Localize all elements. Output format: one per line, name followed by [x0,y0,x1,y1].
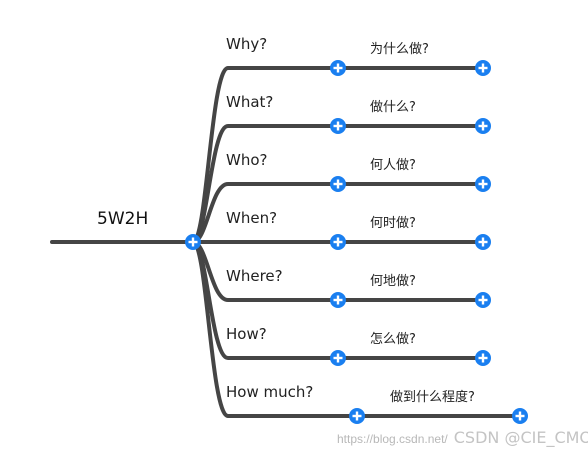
branch-topic-label[interactable]: What? [226,93,274,111]
subtopic-expand-button[interactable] [475,350,491,366]
branch-topic-label[interactable]: When? [226,209,278,227]
subtopic-label[interactable]: 何人做? [370,158,416,173]
subtopic-expand-button[interactable] [512,408,528,424]
subtopic-label[interactable]: 何地做? [370,274,416,289]
root-expand-button[interactable] [185,234,201,250]
subtopic-expand-button[interactable] [475,60,491,76]
branch-connector-line [191,240,359,418]
branch-topic-label[interactable]: How? [226,325,267,343]
branch-topic-label[interactable]: Where? [226,267,283,285]
branch-expand-button[interactable] [330,234,346,250]
branch-expand-button[interactable] [330,60,346,76]
watermark-brand: CSDN @CIE_CMO [453,428,588,447]
branch-expand-button[interactable] [330,176,346,192]
branch-expand-button[interactable] [330,118,346,134]
subtopic-label[interactable]: 怎么做? [370,332,416,347]
connector-lines [50,66,522,418]
branch-expand-button[interactable] [330,292,346,308]
watermark: https://blog.csdn.net/CSDN @CIE_CMO [337,428,588,447]
root-topic-label[interactable]: 5W2H [97,209,149,229]
expand-buttons [185,60,528,424]
subtopic-label[interactable]: 为什么做? [370,42,429,57]
branch-expand-button[interactable] [330,350,346,366]
subtopic-expand-button[interactable] [475,292,491,308]
subtopic-label[interactable]: 何时做? [370,216,416,231]
subtopic-expand-button[interactable] [475,176,491,192]
watermark-url: https://blog.csdn.net/ [337,432,448,446]
branch-expand-button[interactable] [349,408,365,424]
branch-topic-label[interactable]: Who? [226,151,268,169]
subtopic-label[interactable]: 做什么? [370,100,416,115]
subtopic-expand-button[interactable] [475,118,491,134]
branch-topic-label[interactable]: How much? [226,383,314,401]
subtopic-expand-button[interactable] [475,234,491,250]
branch-topic-label[interactable]: Why? [226,35,268,53]
subtopic-label[interactable]: 做到什么程度? [390,390,475,405]
